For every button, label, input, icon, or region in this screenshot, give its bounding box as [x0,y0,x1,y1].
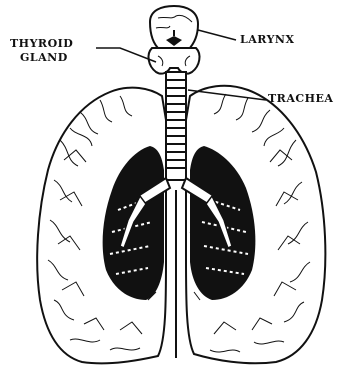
thyroid-label-line1: THYROID [10,37,73,51]
thyroid-gland [149,48,200,74]
larynx [150,6,198,50]
left-lung [37,88,166,364]
thyroid-leader [96,48,156,62]
thyroid-label-line2: GLAND [10,51,73,65]
larynx-leader [198,30,236,40]
larynx-label: LARYNX [240,33,295,47]
trachea-label: TRACHEA [268,92,333,106]
right-lung [186,86,325,364]
thyroid-gland-label: THYROID GLAND [10,37,73,65]
trachea [166,72,186,180]
